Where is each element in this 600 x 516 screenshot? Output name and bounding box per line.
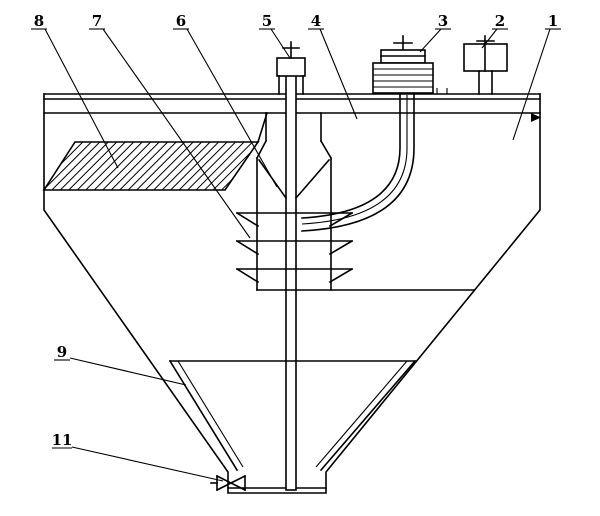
callout-6: 6 [173, 12, 278, 188]
callout-label-1: 1 [548, 12, 558, 30]
callout-label-3: 3 [438, 12, 448, 30]
callout-7: 7 [89, 12, 251, 239]
feed-pipe [301, 94, 415, 232]
callout-9: 9 [54, 343, 187, 386]
callout-label-11: 11 [52, 431, 73, 449]
ring-baffles [235, 211, 354, 284]
callout-8: 8 [31, 12, 119, 169]
callout-label-4: 4 [311, 12, 321, 30]
callout-label-5: 5 [262, 12, 272, 30]
drain-valve [210, 474, 247, 492]
callout-label-2: 2 [495, 12, 505, 30]
callout-label-7: 7 [92, 12, 102, 30]
standpipe [463, 35, 508, 95]
callout-label-9: 9 [57, 343, 67, 361]
callout-1: 1 [512, 12, 561, 141]
shaft-gland [276, 41, 306, 95]
callout-label-6: 6 [176, 12, 186, 30]
drive-motor [372, 35, 434, 94]
callout-label-8: 8 [34, 12, 44, 30]
callout-4: 4 [308, 12, 358, 120]
central-shaft [285, 59, 297, 491]
inclined-plate-pack [42, 111, 269, 191]
weld-mark [531, 113, 541, 122]
callout-3: 3 [419, 12, 451, 53]
callout-5: 5 [259, 12, 291, 59]
callout-11: 11 [52, 431, 224, 482]
inner-cone-liner [168, 359, 417, 472]
callout-2: 2 [481, 12, 508, 49]
